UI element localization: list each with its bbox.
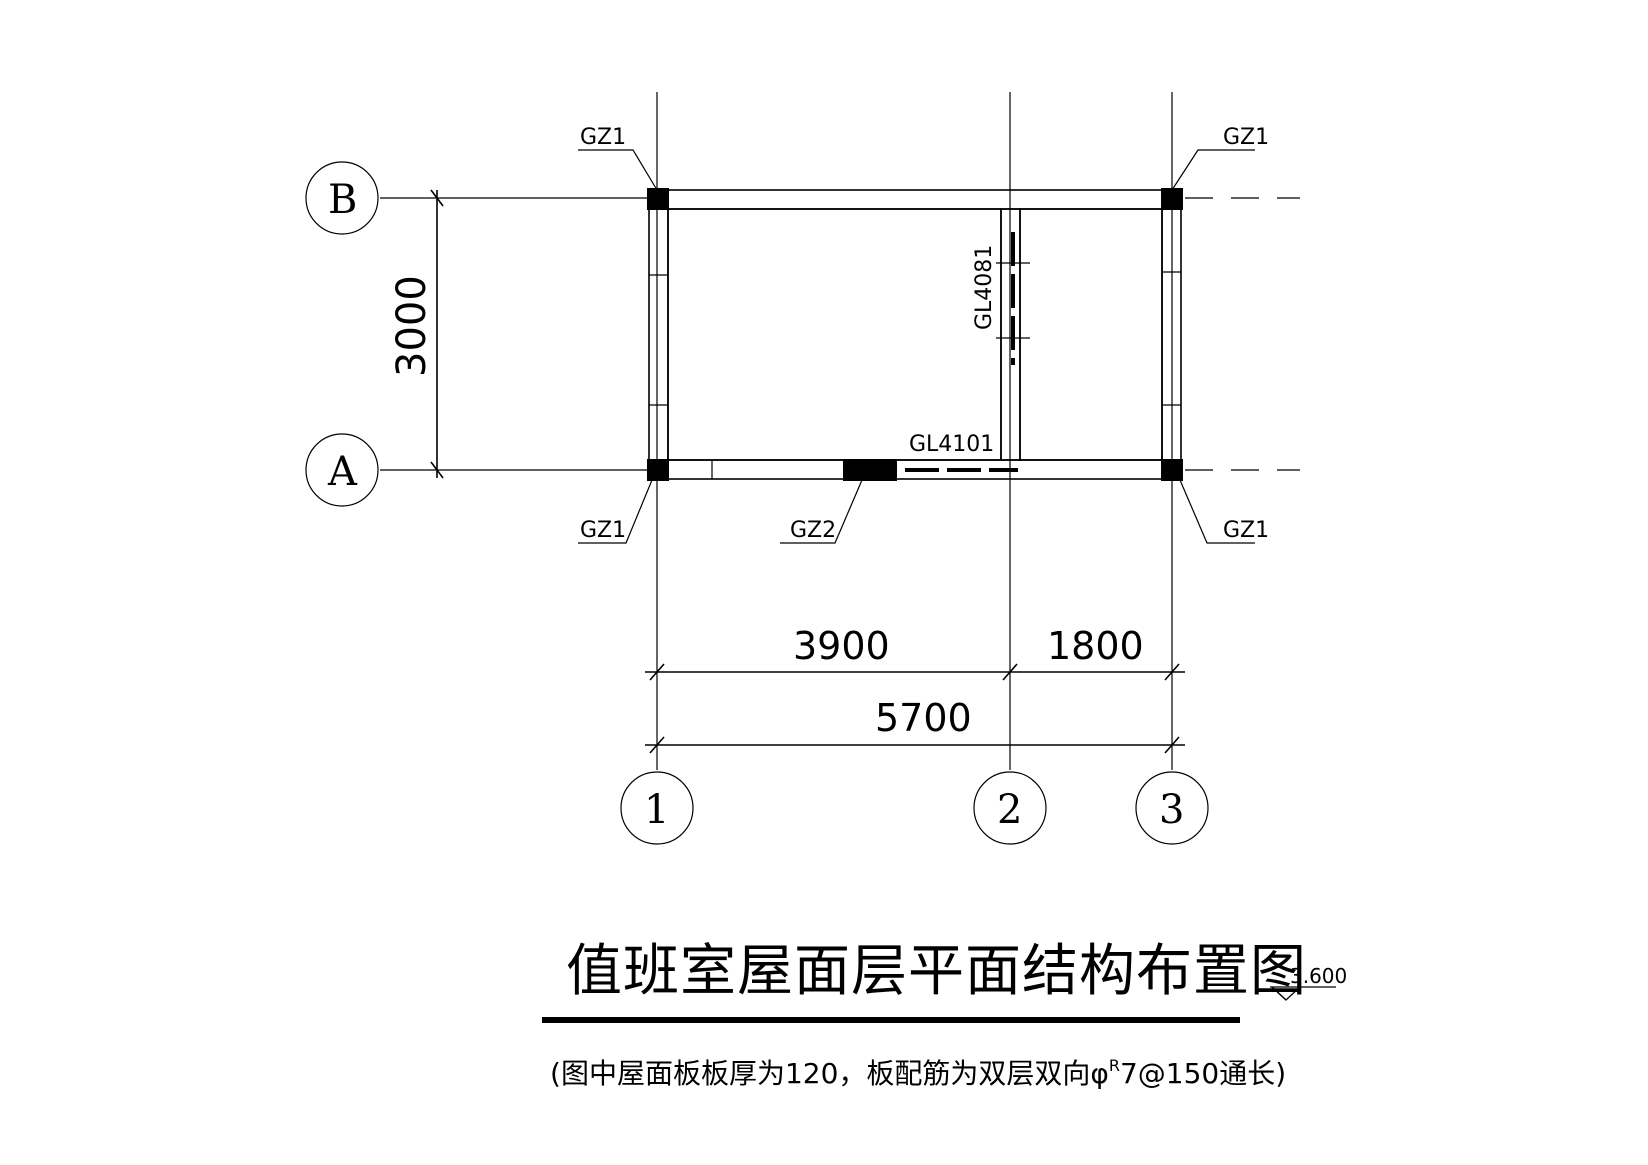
axis-bubble-b: B	[305, 161, 379, 235]
elevation-mark	[1270, 986, 1336, 1001]
column-gz1	[1161, 459, 1183, 481]
axis-bubble-a: A	[305, 433, 379, 507]
column-gz1	[1161, 188, 1183, 210]
axis-label-1: 1	[644, 787, 669, 833]
leader-lines	[578, 149, 1255, 544]
vertical-dimension	[430, 189, 444, 479]
label-gz1-top-right: GZ1	[1223, 125, 1269, 150]
label-gz1-bottom-right: GZ1	[1223, 518, 1269, 543]
note-close: )	[1275, 1057, 1286, 1090]
label-gz1-bottom-left: GZ1	[580, 518, 626, 543]
dim-1800: 1800	[1047, 624, 1144, 668]
label-gl4081: GL4081	[972, 245, 997, 330]
column-gz1	[647, 188, 669, 210]
drawing-note: (图中屋面板板厚为120，板配筋为双层双向φR7@150通长)	[550, 1056, 1286, 1090]
label-gz1-top-left: GZ1	[580, 125, 626, 150]
column-gz2	[843, 459, 897, 481]
axis-bubble-1: 1	[620, 771, 694, 845]
axis-bubble-3: 3	[1135, 771, 1209, 845]
dim-5700: 5700	[875, 696, 972, 740]
dim-3900: 3900	[793, 624, 890, 668]
column-gz1	[647, 459, 669, 481]
note-tail: 7@150通长	[1120, 1057, 1275, 1090]
elevation-value: 3.600	[1290, 964, 1347, 988]
dim-vertical-3000: 3000	[389, 275, 435, 377]
axis-label-a: A	[327, 449, 358, 495]
horizontal-dimensions	[645, 663, 1185, 754]
drawing-title: 值班室屋面层平面结构布置图	[566, 939, 1307, 1004]
label-gz2: GZ2	[790, 518, 836, 543]
columns	[647, 188, 1183, 481]
note-open: (	[550, 1057, 561, 1090]
label-gl4101: GL4101	[909, 432, 994, 457]
lintel-gl4081	[996, 232, 1030, 365]
axis-label-b: B	[328, 177, 357, 223]
note-sup: R	[1109, 1056, 1120, 1075]
axis-label-2: 2	[997, 787, 1022, 833]
axis-label-3: 3	[1159, 787, 1184, 833]
note-text: 图中屋面板板厚为120，板配筋为双层双向φ	[561, 1057, 1109, 1090]
wall-ticks	[649, 271, 1181, 479]
axis-bubble-2: 2	[973, 771, 1047, 845]
